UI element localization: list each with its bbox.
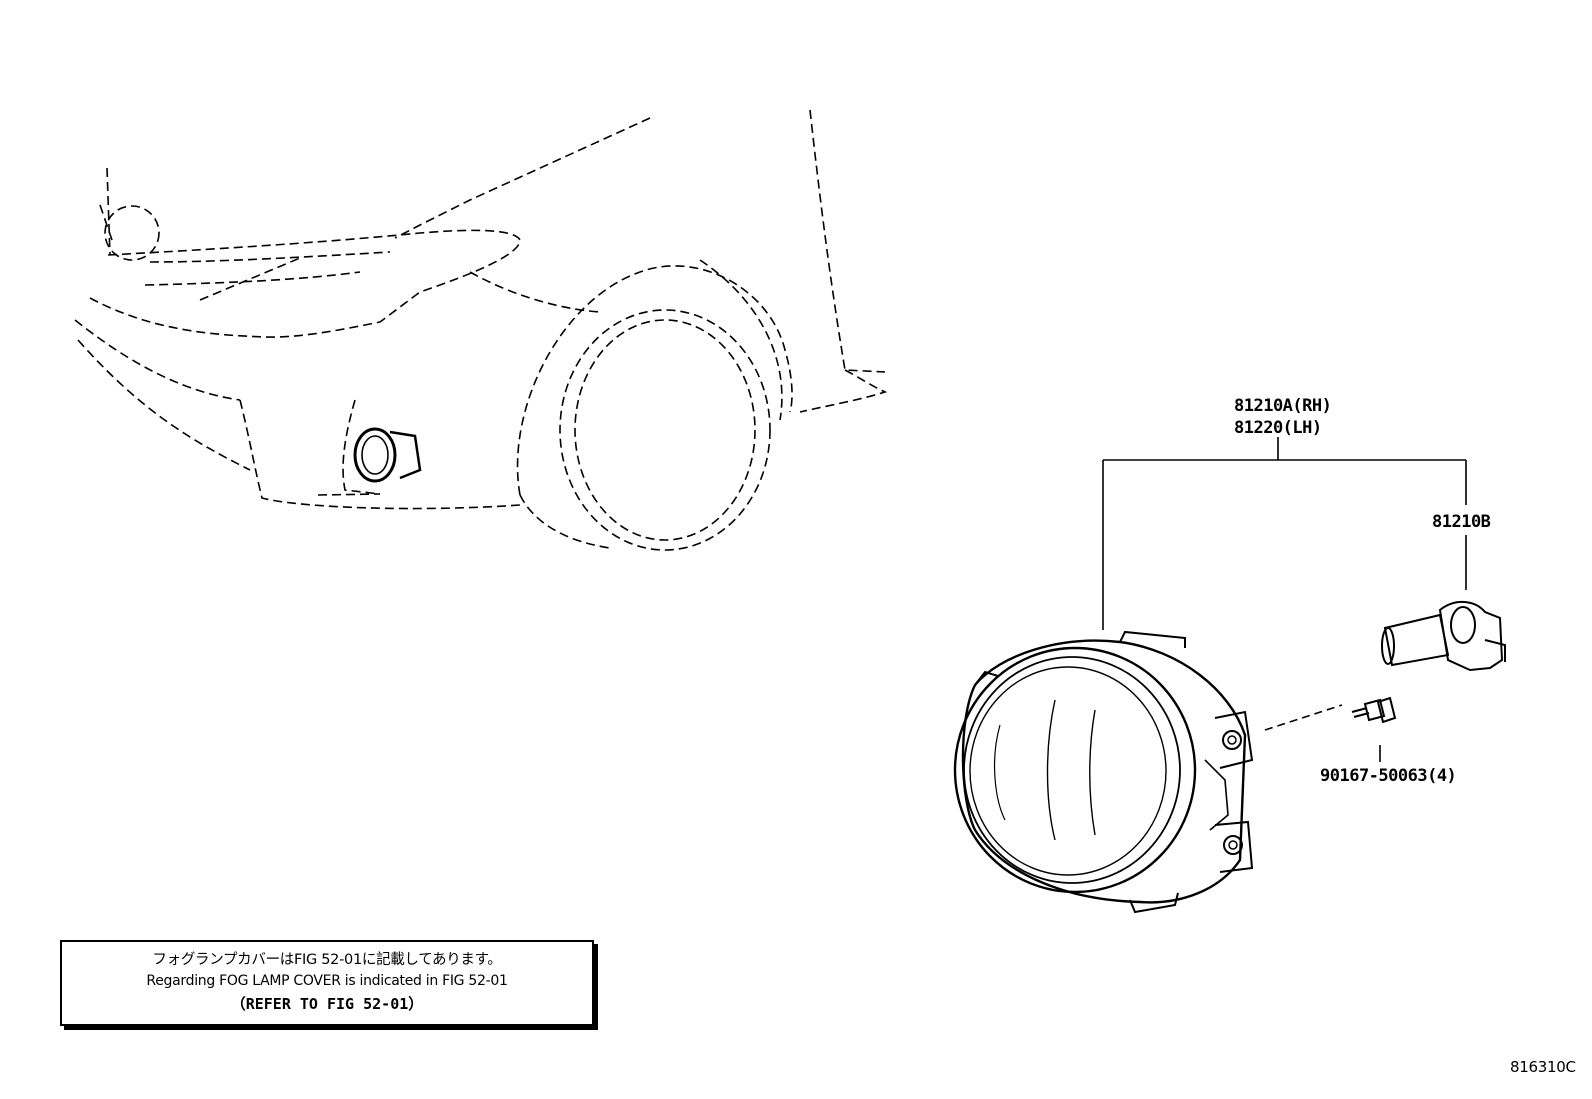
part-number-lamp-lh: 81220(LH) [1234, 418, 1322, 438]
fog-lamp-location-marker [353, 427, 422, 483]
screw-illustration [1351, 696, 1397, 724]
note-english: Regarding FOG LAMP COVER is indicated in… [146, 973, 508, 989]
bulb-illustration [1381, 601, 1506, 672]
vehicle-front-illustration [74, 109, 888, 551]
part-number-screw: 90167-50063(4) [1320, 766, 1457, 786]
note-reference: （REFER TO FIG 52-01） [230, 995, 424, 1013]
figure-code: 816310C [1510, 1058, 1576, 1076]
leader-lines [1102, 437, 1467, 762]
part-number-bulb: 81210B [1432, 512, 1491, 532]
reference-note: フォグランプカバーはFIG 52-01に記載してあります。 Regarding … [60, 940, 594, 1026]
part-number-lamp-rh: 81210A(RH) [1234, 396, 1332, 416]
note-japanese: フォグランプカバーはFIG 52-01に記載してあります。 [152, 952, 502, 968]
fog-lamp-assembly [953, 630, 1254, 914]
